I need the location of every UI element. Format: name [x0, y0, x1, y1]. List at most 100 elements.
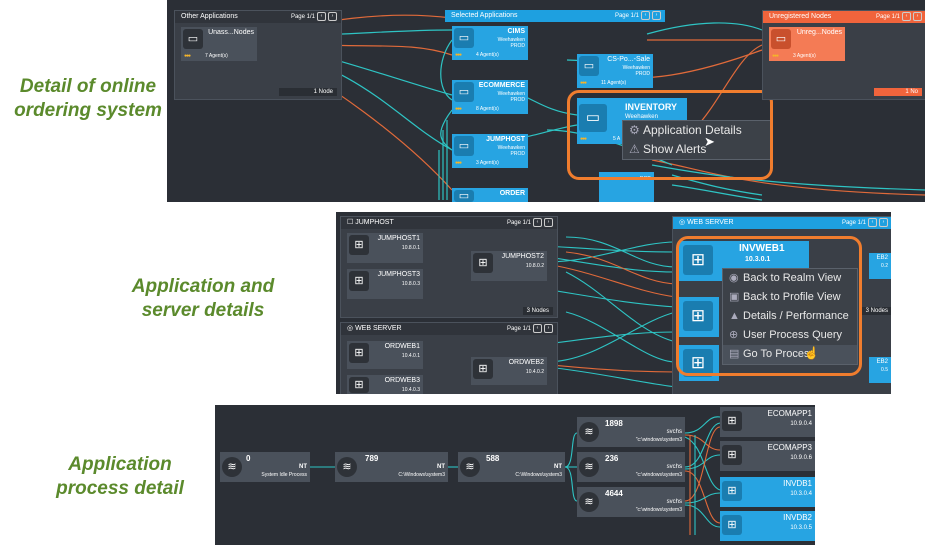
laptop-icon: ▭ — [579, 56, 599, 76]
process-node-236[interactable]: ≋ 236 svchs "c:\windows\system3 — [577, 452, 685, 482]
highlight-box — [676, 236, 862, 376]
globe-icon: ◎ — [679, 219, 688, 226]
status-dots-icon: ●●● — [580, 80, 587, 86]
process-node-588[interactable]: ≋ 588 NT C:\Windows\system3 — [458, 452, 565, 482]
server-node-third[interactable]: ⊞ — [679, 345, 719, 381]
status-dots-icon: ●●● — [455, 52, 462, 58]
online-ordering-screenshot: Other Applications Page 1/1‹› ▭ Unass...… — [167, 0, 925, 202]
server-node-invdb1[interactable]: ⊞ INVDB1 10.3.0.4 — [720, 477, 815, 507]
unregistered-nodes-node[interactable]: ▭ Unreg...Nodes ●●● 3 Agent(s) — [769, 27, 845, 61]
server-node-ordweb2[interactable]: ⊞ ORDWEB2 10.4.0.2 — [471, 357, 547, 385]
server-node-jumphost2[interactable]: ⊞ JUMPHOST2 10.8.0.2 — [471, 251, 547, 281]
server-node-ordweb3[interactable]: ⊞ ORDWEB3 10.4.0.3 — [347, 375, 423, 394]
warning-icon: ⚠ — [629, 142, 640, 156]
highlight-box — [567, 90, 773, 180]
windows-icon: ⊞ — [349, 377, 369, 393]
windows-icon: ⊞ — [349, 235, 369, 255]
menu-go-to-process[interactable]: ▤Go To Process — [723, 345, 857, 364]
prev-page-icon[interactable]: ‹ — [868, 217, 877, 227]
flow-lines — [310, 416, 721, 535]
caption-online-ordering: Detail of online ordering system — [14, 76, 162, 121]
globe-icon: ◎ — [347, 325, 356, 332]
layers-icon: ≋ — [579, 492, 599, 512]
menu-application-details[interactable]: ⚙Application Details — [629, 123, 742, 137]
windows-icon: ⊞ — [473, 359, 493, 379]
other-applications-panel: Other Applications Page 1/1‹› ▭ Unass...… — [174, 10, 342, 100]
prev-page-icon[interactable]: ‹ — [533, 323, 542, 333]
windows-icon: ⊞ — [722, 515, 742, 535]
server-node-second[interactable]: ⊞ — [679, 297, 719, 337]
prev-page-icon[interactable]: ‹ — [533, 217, 542, 227]
windows-icon: ⊞ — [683, 349, 713, 377]
menu-details-performance[interactable]: ▲Details / Performance — [723, 307, 857, 326]
windows-icon: ⊞ — [473, 253, 493, 273]
laptop-icon: ▭ — [454, 82, 474, 102]
menu-back-to-realm[interactable]: ◉Back to Realm View — [723, 269, 857, 288]
caption-app-server: Application and server details — [131, 276, 275, 321]
flow-lines — [425, 236, 677, 388]
search-icon: ⊕ — [729, 329, 739, 341]
map-icon: ▤ — [729, 348, 740, 360]
next-page-icon[interactable]: › — [328, 11, 337, 21]
mouse-cursor-icon: ➤ — [704, 134, 715, 149]
profile-icon: ▣ — [729, 291, 740, 303]
jumphost-header: ☐ JUMPHOST Page 1/1‹› — [341, 217, 557, 229]
next-page-icon[interactable]: › — [544, 323, 553, 333]
process-node-4644[interactable]: ≋ 4644 svchs "c:\windows\system3 — [577, 487, 685, 517]
unassigned-nodes-node[interactable]: ▭ Unass...Nodes ●●● 7 Agent(s) — [181, 27, 257, 61]
app-server-screenshot: ☐ JUMPHOST Page 1/1‹› ⊞ JUMPHOST1 10.8.0… — [336, 212, 891, 394]
menu-show-alerts[interactable]: ⚠Show Alerts — [629, 142, 707, 156]
other-applications-pager: Page 1/1‹› — [291, 11, 337, 23]
laptop-icon: ▭ — [579, 104, 607, 132]
windows-icon: ⊞ — [349, 271, 369, 291]
prev-page-icon[interactable]: ‹ — [641, 10, 650, 20]
layers-icon: ≋ — [337, 457, 357, 477]
layers-icon: ≋ — [222, 457, 242, 477]
windows-icon: ⊞ — [722, 411, 742, 431]
caption-process-detail: Application process detail — [56, 454, 184, 499]
server-node-ecomapp1[interactable]: ⊞ ECOMAPP1 10.9.0.4 — [720, 407, 815, 437]
server-node-right-partial-2[interactable]: EB2 0.5 — [869, 357, 891, 383]
next-page-icon[interactable]: › — [913, 11, 922, 21]
laptop-icon: ▭ — [454, 136, 474, 156]
unregistered-nodes-panel: Unregistered Nodes Page 1/1‹› ▭ Unreg...… — [762, 10, 925, 100]
layers-icon: ≋ — [460, 457, 480, 477]
globe-icon: ◉ — [729, 272, 739, 284]
process-node-789[interactable]: ≋ 789 NT C:\Windows\system3 — [335, 452, 448, 482]
jumphost-panel: ☐ JUMPHOST Page 1/1‹› ⊞ JUMPHOST1 10.8.0… — [340, 216, 558, 318]
windows-icon: ⊞ — [683, 301, 713, 331]
menu-user-process-query[interactable]: ⊕User Process Query — [723, 326, 857, 345]
webserver-right-footer: 3 Nodes — [861, 307, 891, 315]
layers-icon: ≋ — [579, 422, 599, 442]
prev-page-icon[interactable]: ‹ — [317, 11, 326, 21]
server-node-ecomapp3[interactable]: ⊞ ECOMAPP3 10.9.0.6 — [720, 441, 815, 471]
server-node-jumphost3[interactable]: ⊞ JUMPHOST3 10.8.0.3 — [347, 269, 423, 299]
server-node-ordweb1[interactable]: ⊞ ORDWEB1 10.4.0.1 — [347, 341, 423, 369]
unregistered-nodes-header: Unregistered Nodes Page 1/1‹› — [763, 11, 925, 23]
server-node-invdb2[interactable]: ⊞ INVDB2 10.3.0.5 — [720, 511, 815, 541]
mouse-cursor-icon: ☝ — [804, 346, 819, 360]
next-page-icon[interactable]: › — [652, 10, 661, 20]
edit-icon: ☐ — [347, 219, 356, 226]
laptop-icon: ▭ — [454, 28, 474, 48]
next-page-icon[interactable]: › — [879, 217, 888, 227]
menu-back-to-profile[interactable]: ▣Back to Profile View — [723, 288, 857, 307]
layers-icon: ≋ — [579, 457, 599, 477]
windows-icon: ⊞ — [349, 343, 369, 363]
laptop-icon: ▭ — [183, 29, 203, 49]
process-node-0[interactable]: ≋ 0 NT System Idle Process — [220, 452, 310, 482]
laptop-icon: ▭ — [771, 29, 791, 49]
next-page-icon[interactable]: › — [544, 217, 553, 227]
server-node-right-partial-1[interactable]: EB2 0.2 — [869, 253, 891, 279]
process-node-1898[interactable]: ≋ 1898 svchs "c:\windows\system3 — [577, 417, 685, 447]
selected-applications-panel: Selected Applications Page 1/1‹› — [445, 10, 665, 202]
server-node-jumphost1[interactable]: ⊞ JUMPHOST1 10.8.0.1 — [347, 233, 423, 263]
app-node-order[interactable]: ▭ ORDER — [452, 188, 528, 202]
prev-page-icon[interactable]: ‹ — [902, 11, 911, 21]
windows-icon: ⊞ — [722, 445, 742, 465]
unregistered-nodes-footer: 1 No — [874, 88, 922, 96]
